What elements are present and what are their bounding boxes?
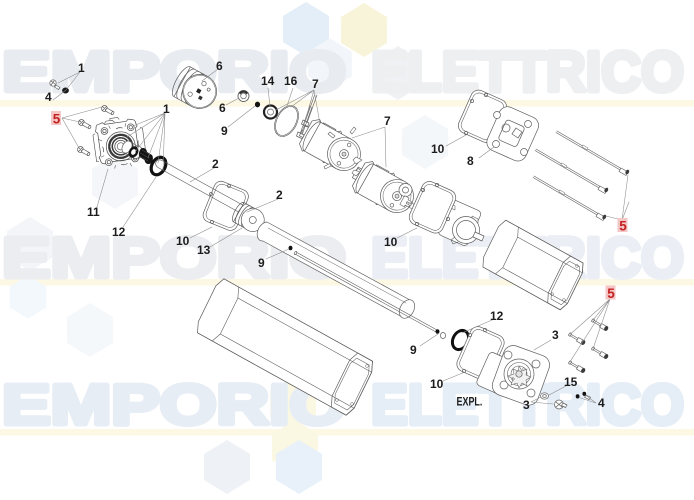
svg-text:1: 1	[78, 61, 85, 75]
svg-text:7: 7	[312, 77, 319, 91]
svg-text:11: 11	[87, 205, 100, 219]
svg-text:EMPORIO: EMPORIO	[2, 40, 346, 104]
svg-text:12: 12	[112, 225, 126, 239]
svg-text:8: 8	[467, 154, 474, 168]
svg-text:7: 7	[384, 114, 391, 128]
svg-text:12: 12	[490, 309, 504, 323]
svg-text:5: 5	[53, 112, 61, 127]
svg-text:9: 9	[221, 124, 228, 138]
svg-text:6: 6	[219, 101, 226, 115]
svg-text:14: 14	[261, 74, 275, 88]
svg-text:13: 13	[197, 243, 211, 257]
svg-text:4: 4	[45, 90, 52, 104]
svg-text:4: 4	[598, 396, 605, 410]
svg-text:10: 10	[384, 235, 398, 249]
svg-text:2: 2	[276, 188, 283, 202]
svg-text:5: 5	[607, 286, 615, 301]
svg-text:15: 15	[564, 375, 578, 389]
svg-text:9: 9	[410, 343, 417, 357]
svg-text:5: 5	[619, 219, 627, 234]
svg-text:3: 3	[552, 328, 559, 342]
svg-text:9: 9	[258, 256, 265, 270]
svg-text:1: 1	[163, 102, 170, 116]
svg-text:EXPL.: EXPL.	[457, 397, 483, 409]
svg-text:10: 10	[176, 234, 190, 248]
svg-text:6: 6	[216, 59, 223, 73]
svg-text:10: 10	[430, 377, 444, 391]
svg-text:16: 16	[284, 74, 298, 88]
svg-text:ELETTRICO: ELETTRICO	[371, 40, 684, 104]
svg-text:3: 3	[523, 398, 530, 412]
svg-text:10: 10	[431, 142, 445, 156]
svg-text:2: 2	[212, 157, 219, 171]
